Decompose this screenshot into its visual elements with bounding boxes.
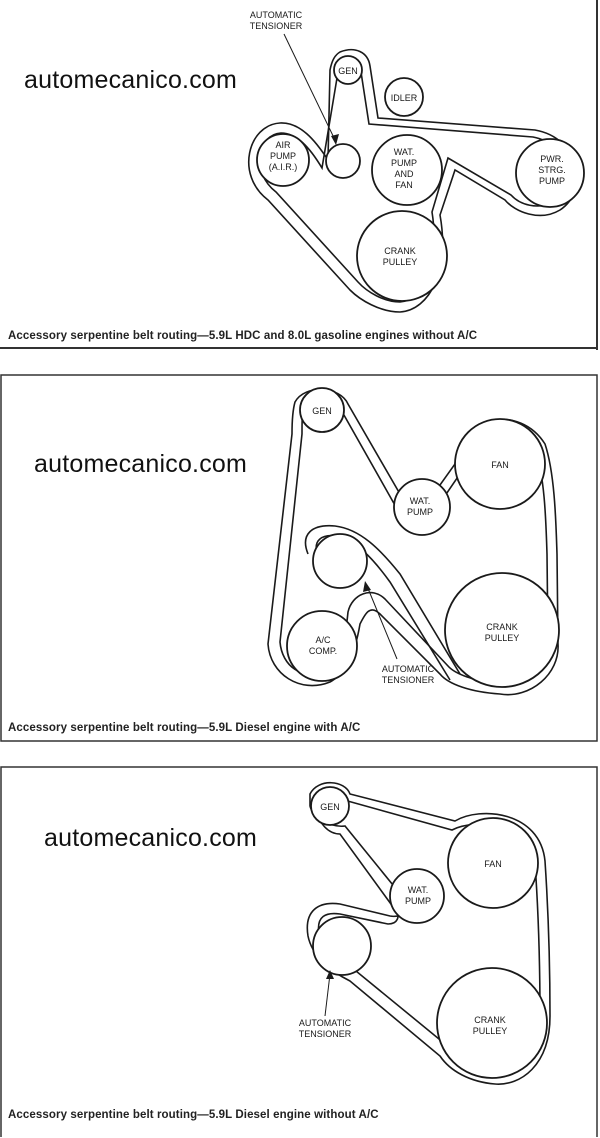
gen-label: GEN [312, 406, 332, 416]
belt-diagram-1: GEN IDLER AUTOMATIC TENSIONER AIR PUMP (… [247, 10, 585, 313]
tensioner-leader [366, 585, 398, 660]
belt-diagram-2: GEN FAN WAT. PUMP A/C COMP. CRANK PULLEY… [0, 374, 598, 742]
watermark: automecanico.com [34, 450, 248, 478]
crank-label-2: PULLEY [485, 633, 520, 643]
gen-label: GEN [338, 66, 358, 76]
diagram-panel-3: GEN FAN WAT. PUMP CRANK PULLEY AUTOMATIC… [0, 766, 598, 1138]
crank-pulley [444, 572, 560, 688]
gen-pulley [310, 786, 350, 826]
water-pump-pulley [393, 478, 451, 536]
water-pump-label-1: WAT. [410, 496, 431, 506]
crank-label-1: CRANK [384, 246, 416, 256]
water-pump-label-1: WAT. [408, 885, 429, 895]
air-pump-label-2: PUMP [270, 151, 296, 161]
tensioner-leader-arrow [363, 581, 371, 592]
gen-pulley [333, 55, 363, 85]
crank-label-2: PULLEY [383, 257, 418, 267]
air-pump-pulley [256, 133, 310, 187]
water-pump-label-2: PUMP [405, 896, 431, 906]
tensioner-label-1: AUTOMATIC [250, 10, 303, 20]
tensioner-label-2: TENSIONER [250, 21, 303, 31]
water-pump-pulley [371, 134, 443, 206]
idler-label: IDLER [391, 93, 418, 103]
ac-comp-label-1: A/C [315, 635, 331, 645]
tensioner-label-2: TENSIONER [299, 1029, 352, 1039]
water-pump-label-3: AND [394, 169, 414, 179]
crank-pulley [356, 210, 448, 302]
water-pump-label-4: FAN [395, 180, 413, 190]
power-steering-label-3: PUMP [539, 176, 565, 186]
tensioner-pulley [312, 916, 372, 976]
idler-pulley [384, 77, 424, 117]
fan-pulley [454, 418, 546, 510]
diagram-caption: Accessory serpentine belt routing—5.9L D… [8, 722, 361, 734]
fan-label: FAN [491, 460, 509, 470]
watermark: automecanico.com [24, 66, 238, 94]
power-steering-label-2: STRG. [538, 165, 566, 175]
fan-pulley [447, 817, 539, 909]
tensioner-pulley [312, 533, 368, 589]
tensioner-label-1: AUTOMATIC [382, 664, 435, 674]
ac-comp-pulley [286, 610, 358, 682]
water-pump-label-2: PUMP [407, 507, 433, 517]
panel-frame [0, 766, 598, 1137]
ac-comp-label-2: COMP. [309, 646, 337, 656]
crank-pulley [436, 967, 548, 1079]
crank-label-1: CRANK [474, 1015, 506, 1025]
air-pump-label-3: (A.I.R.) [269, 162, 298, 172]
power-steering-label-1: PWR. [540, 154, 564, 164]
panel-right-border [596, 0, 598, 350]
power-steering-pulley [515, 138, 585, 208]
panel-frame [0, 374, 598, 742]
panel-bottom-border [0, 347, 598, 349]
diagram-caption: Accessory serpentine belt routing—5.9L H… [8, 330, 478, 342]
watermark: automecanico.com [44, 824, 258, 852]
belt-diagram-3: GEN FAN WAT. PUMP CRANK PULLEY AUTOMATIC… [0, 766, 598, 1137]
gen-label: GEN [320, 802, 340, 812]
fan-label: FAN [484, 859, 502, 869]
diagram-panel-2: GEN FAN WAT. PUMP A/C COMP. CRANK PULLEY… [0, 374, 598, 744]
tensioner-leader [283, 33, 337, 143]
tensioner-label-1: AUTOMATIC [299, 1018, 352, 1028]
water-pump-label-1: WAT. [394, 147, 415, 157]
crank-label-2: PULLEY [473, 1026, 508, 1036]
water-pump-pulley [389, 868, 445, 924]
tensioner-leader-arrow [326, 970, 334, 979]
tensioner-leader [324, 973, 331, 1017]
tensioner-label-2: TENSIONER [382, 675, 435, 685]
crank-label-1: CRANK [486, 622, 518, 632]
belt-tensioner-wrap [304, 525, 461, 675]
gen-pulley [299, 387, 345, 433]
water-pump-label-2: PUMP [391, 158, 417, 168]
tensioner-leader-arrow [331, 134, 339, 145]
air-pump-label-1: AIR [275, 140, 291, 150]
diagram-caption: Accessory serpentine belt routing—5.9L D… [8, 1109, 379, 1121]
diagram-panel-1: GEN IDLER AUTOMATIC TENSIONER AIR PUMP (… [0, 0, 598, 350]
tensioner-pulley [325, 143, 361, 179]
